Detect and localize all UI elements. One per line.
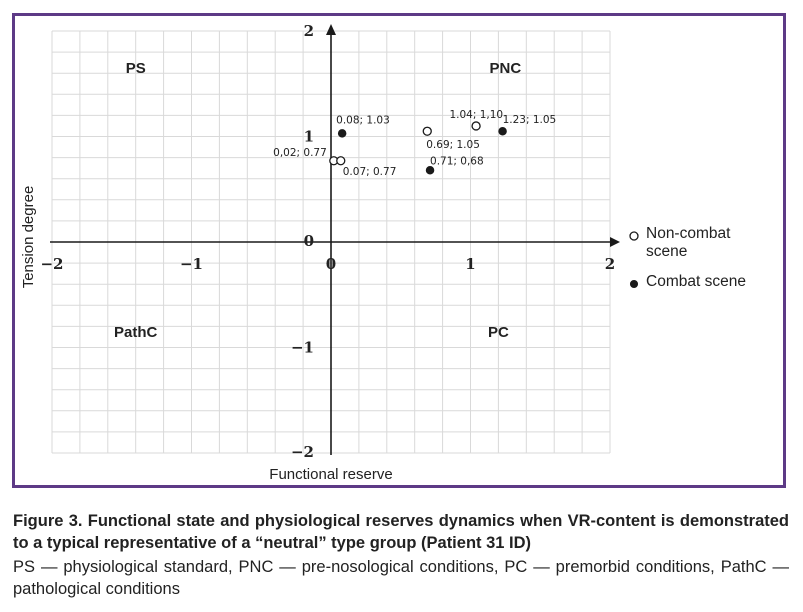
legend-label-line2: scene [646,243,687,260]
x-tick-label: 1 [465,255,475,273]
figure-frame [12,13,786,488]
y-axis-title: Tension degree [20,186,37,289]
filled-circle-marker [337,129,347,138]
y-tick-label: −1 [291,339,314,357]
quadrant-label: PS [126,60,146,77]
data-label: 0,02; 0.77 [273,147,327,159]
figure-caption-title: Figure 3. Functional state and physiolog… [13,512,789,552]
open-circle-marker [422,126,432,136]
legend-label: Combat scene [646,273,746,290]
x-tick-label: 0 [326,255,336,273]
open-circle-marker [471,121,481,131]
legend-label: Non-combat [646,225,731,242]
x-tick-label: −2 [40,255,63,273]
legend-filled-circle [629,279,639,289]
x-tick-label: 2 [605,255,615,273]
filled-circle-marker [498,126,507,136]
x-axis-arrow [610,237,620,247]
tick-labels: −2 −1 0 1 2 2 1 0 −1 −2 [40,22,615,461]
series-combat: 0.08; 1.03 0.71; 0,68 1.23; 1.05 [336,114,557,175]
quadrant-label: PathC [114,324,158,341]
filled-circle-marker [425,166,435,175]
open-circle-marker [336,156,346,166]
x-tick-label: −1 [180,255,203,273]
data-label: 0.08; 1.03 [336,114,390,126]
data-label: 0.71; 0,68 [430,155,484,167]
legend-open-circle [629,231,639,241]
y-tick-label: 0 [304,232,314,250]
quadrant-label: PNC [490,60,522,77]
y-axis-arrow [326,24,336,35]
data-points: 0,02; 0.77 0.07; 0.77 0.69; 1.05 1.04; 1,10… [273,109,556,178]
axes [50,24,620,455]
quadrant-labels: PS PNC PathC PC [114,60,521,341]
series-non-combat: 0,02; 0.77 0.07; 0.77 0.69; 1.05 1.04; 1,10 [273,109,503,178]
x-axis-title: Functional reserve [269,466,392,483]
y-tick-label: 1 [304,128,314,146]
y-tick-label: −2 [291,443,314,461]
data-label: 1.04; 1,10 [449,109,503,121]
data-label: 0.07; 0.77 [343,166,397,178]
figure-caption-body: PS — physiological standard, PNC — pre-n… [13,558,789,598]
scatter-chart: −2 −1 0 1 2 2 1 0 −1 −2 PS PNC PathC PC 0,02; 0.77 0.… [20,22,746,483]
data-label: 1.23; 1.05 [503,114,557,126]
data-label: 0.69; 1.05 [426,139,480,151]
y-tick-label: 2 [304,22,314,40]
quadrant-label: PC [488,324,509,341]
